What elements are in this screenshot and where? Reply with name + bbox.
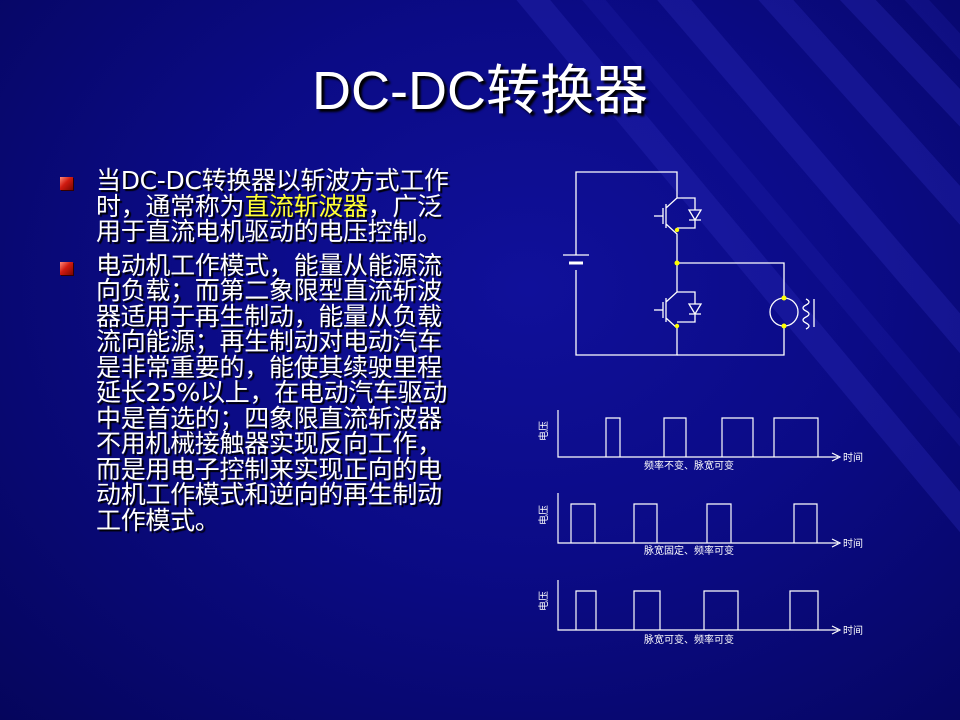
red-square-bullet-icon xyxy=(60,177,73,190)
waveform-axes xyxy=(557,493,842,548)
waveform-caption: 脉宽固定、频率可变 xyxy=(644,544,734,557)
waveform-axes xyxy=(557,580,842,635)
x-axis-label: 时间 xyxy=(843,624,863,637)
pwm-wave-3 xyxy=(575,590,819,630)
bullet-text-part: ，广泛用于直流电机驱动的电压控制。 xyxy=(96,191,442,246)
waveform-caption: 脉宽可变、频率可变 xyxy=(644,633,734,646)
bullet-text: 当DC-DC转换器以斩波方式工作时，通常称为直流斩波器，广泛用于直流电机驱动的电… xyxy=(96,168,458,245)
pwm-waveforms: 电压 时间 频率不变、脉宽可变 电压 时间 脉宽固定、频率可变 电压 时间 脉宽… xyxy=(537,410,863,646)
bullet-text: 电动机工作模式，能量从能源流向负载；而第二象限型直流斩波器适用于再生制动，能量从… xyxy=(96,250,448,535)
waveform-caption: 频率不变、脉宽可变 xyxy=(644,459,734,472)
dc-motor-symbol xyxy=(769,297,815,330)
y-axis-label: 电压 xyxy=(537,505,550,525)
pwm-wave-2 xyxy=(570,503,818,543)
y-axis-label: 电压 xyxy=(537,591,550,611)
battery-symbol xyxy=(563,254,589,265)
red-square-bullet-icon xyxy=(60,261,73,275)
igbt-with-diode-symbol xyxy=(654,190,703,263)
pwm-wave-1 xyxy=(605,417,819,457)
bullet-item: 电动机工作模式，能量从能源流向负载；而第二象限型直流斩波器适用于再生制动，能量从… xyxy=(58,250,458,535)
bullet-text-part: 当DC-DC转换器以斩波方式工作时，通常称为 xyxy=(96,166,449,221)
igbt-with-diode-symbol xyxy=(654,263,703,340)
slide-title: DC-DC转换器 xyxy=(312,61,648,121)
x-axis-label: 时间 xyxy=(843,451,863,464)
chopper-circuit-diagram xyxy=(563,171,815,356)
x-axis-label: 时间 xyxy=(843,537,863,550)
waveform-axes xyxy=(557,410,842,462)
bullet-item: 当DC-DC转换器以斩波方式工作时，通常称为直流斩波器，广泛用于直流电机驱动的电… xyxy=(58,168,458,245)
highlighted-term: 直流斩波器 xyxy=(244,191,368,221)
bullet-list: 当DC-DC转换器以斩波方式工作时，通常称为直流斩波器，广泛用于直流电机驱动的电… xyxy=(58,168,458,541)
y-axis-label: 电压 xyxy=(537,421,550,441)
